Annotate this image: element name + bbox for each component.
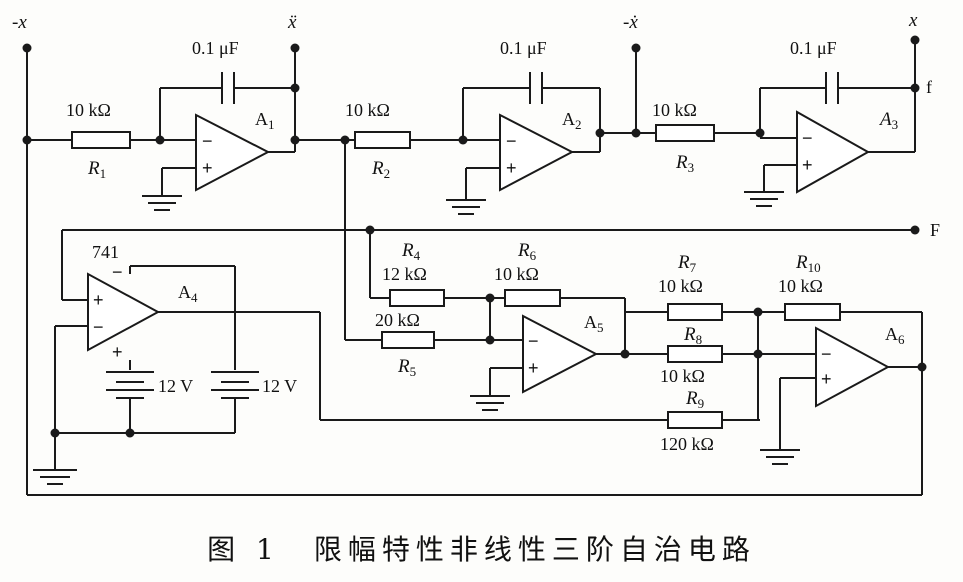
terminal-neg-xddd: -x⃛ — [12, 12, 42, 33]
battery-b2 — [211, 371, 259, 399]
a3-minus-sign: − — [802, 128, 813, 148]
ground-symbols — [33, 191, 800, 485]
opamp-a5-label: A5 — [584, 312, 604, 335]
capacitor-c2 — [529, 72, 543, 104]
a6-plus-sign: + — [821, 369, 832, 389]
terminal-neg-xd: -ẋ — [623, 12, 638, 33]
resistor-r8-value: 10 kΩ — [660, 366, 705, 386]
opamp-a2-label: A2 — [562, 109, 582, 132]
ground-a1 — [142, 195, 182, 211]
ground-a6 — [760, 449, 800, 465]
opamp-a2 — [499, 113, 575, 192]
resistor-r5 — [381, 331, 435, 349]
resistor-r5-name: R5 — [397, 356, 416, 379]
terminal-xdd: ẍ — [287, 12, 297, 33]
top-wires — [26, 40, 916, 495]
battery-b1 — [106, 371, 154, 399]
resistor-r10-value: 10 kΩ — [778, 276, 823, 296]
terminal-x: x — [908, 10, 918, 31]
resistor-r6-name: R6 — [517, 240, 537, 263]
capacitor-c2-label: 0.1 μF — [500, 38, 547, 58]
resistor-r8-name: R8 — [683, 324, 702, 347]
a1-minus-sign: − — [202, 131, 213, 151]
a1-plus-sign: + — [202, 158, 213, 178]
opamp-a3-label: A3 — [878, 109, 898, 132]
resistor-r9-name: R9 — [685, 388, 704, 411]
resistor-r10 — [784, 303, 841, 321]
resistor-r7-name: R7 — [677, 252, 697, 275]
resistor-r7 — [667, 303, 723, 321]
figure-caption: 图 1 限幅特性非线性三阶自治电路 — [207, 533, 756, 566]
ground-a2 — [446, 199, 486, 215]
ground-a5 — [470, 395, 510, 411]
a2-minus-sign: − — [506, 131, 517, 151]
bottom-wires — [27, 140, 923, 496]
resistor-r3-value: 10 kΩ — [652, 100, 697, 120]
resistor-r4-value: 12 kΩ — [382, 264, 427, 284]
resistor-r5-value: 20 kΩ — [375, 310, 420, 330]
opamp-a5 — [522, 314, 599, 394]
a2-plus-sign: + — [506, 158, 517, 178]
capacitor-c1-label: 0.1 μF — [192, 38, 239, 58]
resistor-r4 — [389, 289, 445, 307]
a4-supply-plus-sign: + — [112, 342, 123, 362]
opamp-a3 — [796, 110, 871, 194]
terminal-F: F — [930, 220, 940, 240]
opamp-a4 — [87, 272, 161, 352]
ground-a3 — [744, 191, 784, 207]
opamp-a4-model: 741 — [92, 242, 119, 262]
a5-minus-sign: − — [528, 331, 539, 351]
battery-b2-label: 12 V — [262, 376, 297, 396]
resistor-r3 — [655, 124, 715, 142]
opamp-a1 — [195, 113, 271, 192]
a4-minus-sign: − — [93, 317, 104, 337]
capacitor-c1 — [221, 72, 235, 104]
resistor-r1-value: 10 kΩ — [66, 100, 111, 120]
a4-supply-minus-sign: − — [112, 262, 123, 282]
resistor-r9-value: 120 kΩ — [660, 434, 714, 454]
resistor-r7-value: 10 kΩ — [658, 276, 703, 296]
ground-a4 — [33, 469, 77, 485]
resistor-r10-name: R10 — [795, 252, 821, 275]
resistor-r1-name: R1 — [87, 158, 106, 181]
resistor-r3-name: R3 — [675, 152, 694, 175]
a6-minus-sign: − — [821, 344, 832, 364]
resistor-r2 — [354, 131, 411, 149]
a3-plus-sign: + — [802, 155, 813, 175]
opamp-a1-label: A1 — [255, 109, 275, 132]
opamp-a4-label: A4 — [178, 282, 198, 305]
resistor-r6-value: 10 kΩ — [494, 264, 539, 284]
resistor-r1 — [71, 131, 131, 149]
resistor-r8 — [667, 345, 723, 363]
resistor-r4-name: R4 — [401, 240, 421, 263]
resistor-r2-value: 10 kΩ — [345, 100, 390, 120]
resistor-r6 — [504, 289, 561, 307]
capacitor-c3 — [825, 72, 839, 104]
junction-dots — [22, 35, 927, 438]
battery-b1-label: 12 V — [158, 376, 193, 396]
resistor-r2-name: R2 — [371, 158, 390, 181]
a4-plus-sign: + — [93, 290, 104, 310]
capacitor-c3-label: 0.1 μF — [790, 38, 837, 58]
opamp-a6-label: A6 — [885, 324, 905, 347]
terminal-f: f — [926, 77, 932, 97]
resistor-r9 — [667, 411, 723, 429]
opamp-a6 — [815, 326, 891, 408]
a5-plus-sign: + — [528, 358, 539, 378]
